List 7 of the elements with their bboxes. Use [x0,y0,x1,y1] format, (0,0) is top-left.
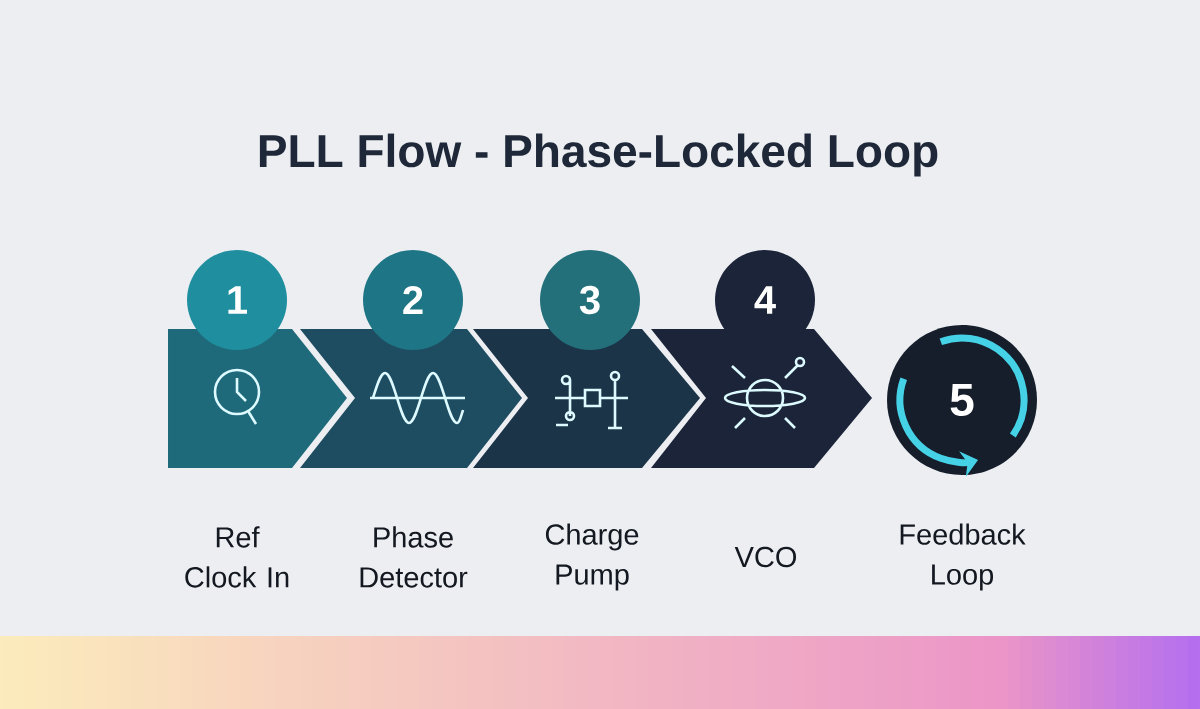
node-label: 4 [754,286,776,314]
step-label: Charge Pump [545,523,639,591]
step-label: Phase Detector [360,526,468,588]
title: PLL Flow - Phase-Locked Loop [259,133,938,177]
step-label: VCO [734,546,797,568]
step-label: Feedback Loop [900,523,1026,591]
step-label: Ref Clock In [185,526,289,588]
